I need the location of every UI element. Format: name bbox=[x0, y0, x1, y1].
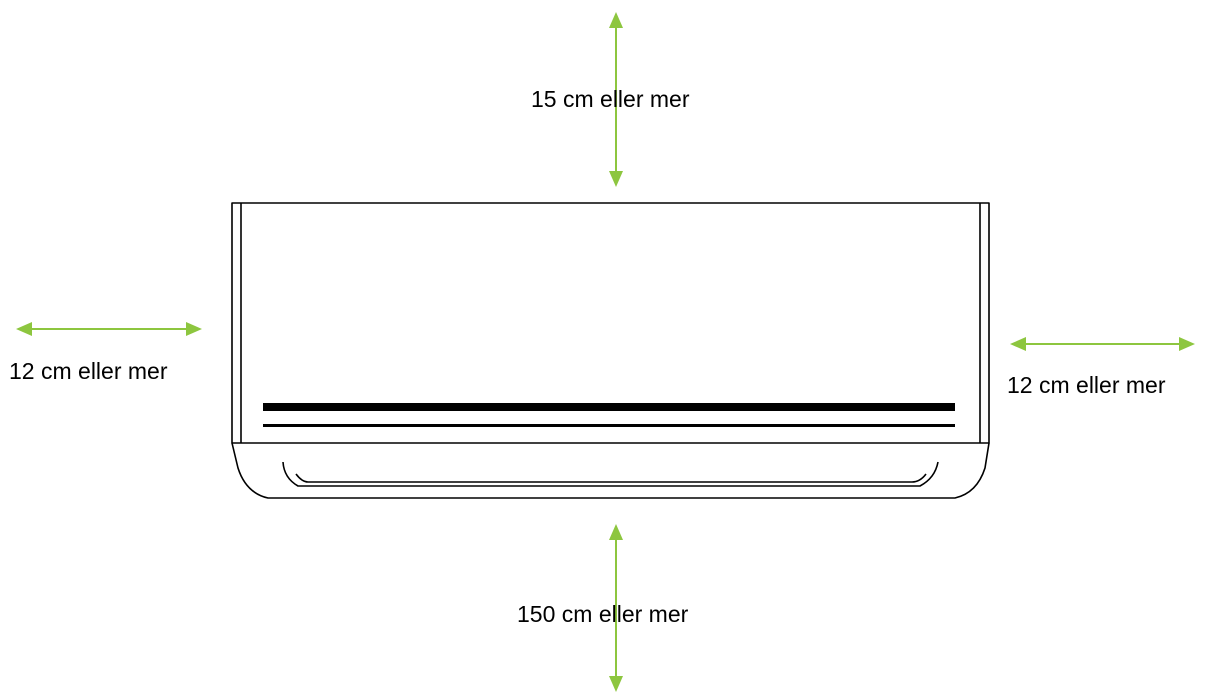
front-stripe-thick bbox=[263, 403, 955, 411]
bottom-clearance-label: 150 cm eller mer bbox=[517, 601, 689, 627]
arrows bbox=[16, 12, 1195, 692]
left-clearance-arrow bbox=[16, 322, 202, 336]
unit-body bbox=[231, 202, 990, 444]
right-clearance-label: 12 cm eller mer bbox=[1007, 372, 1166, 398]
louver-outer bbox=[282, 461, 939, 487]
front-stripe-thin bbox=[263, 424, 955, 427]
ac-indoor-unit bbox=[231, 202, 990, 499]
top-clearance-arrow bbox=[609, 12, 623, 187]
right-clearance-arrow bbox=[1010, 337, 1195, 351]
bottom-clearance-arrow bbox=[609, 524, 623, 692]
louver-inner bbox=[295, 473, 927, 483]
lower-housing bbox=[231, 442, 990, 499]
top-clearance-label: 15 cm eller mer bbox=[531, 86, 690, 112]
left-clearance-label: 12 cm eller mer bbox=[9, 358, 168, 384]
